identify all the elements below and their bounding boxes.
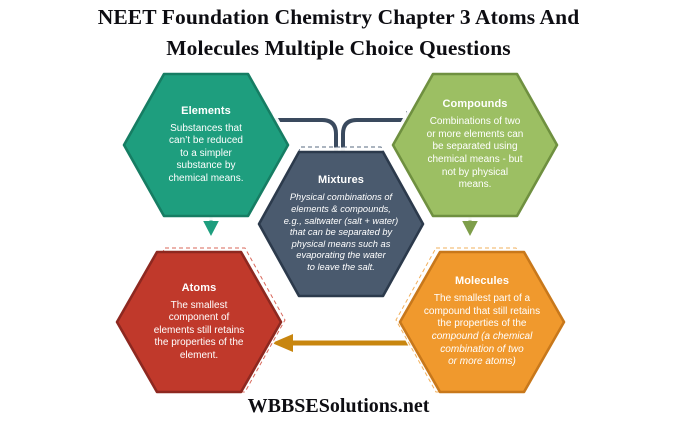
page-title-line-1: NEET Foundation Chemistry Chapter 3 Atom… (97, 5, 580, 29)
page-title: NEET Foundation Chemistry Chapter 3 Atom… (0, 2, 677, 64)
connector-molecules-to-atoms (266, 332, 418, 354)
node-molecules[interactable]: Molecules The smallest part of a compoun… (395, 247, 569, 397)
site-footer: WBBSESolutions.net (247, 395, 430, 417)
page-title-line-2: Molecules Multiple Choice Questions (166, 36, 511, 60)
node-atoms[interactable]: Atoms The smallest component of elements… (112, 247, 286, 397)
